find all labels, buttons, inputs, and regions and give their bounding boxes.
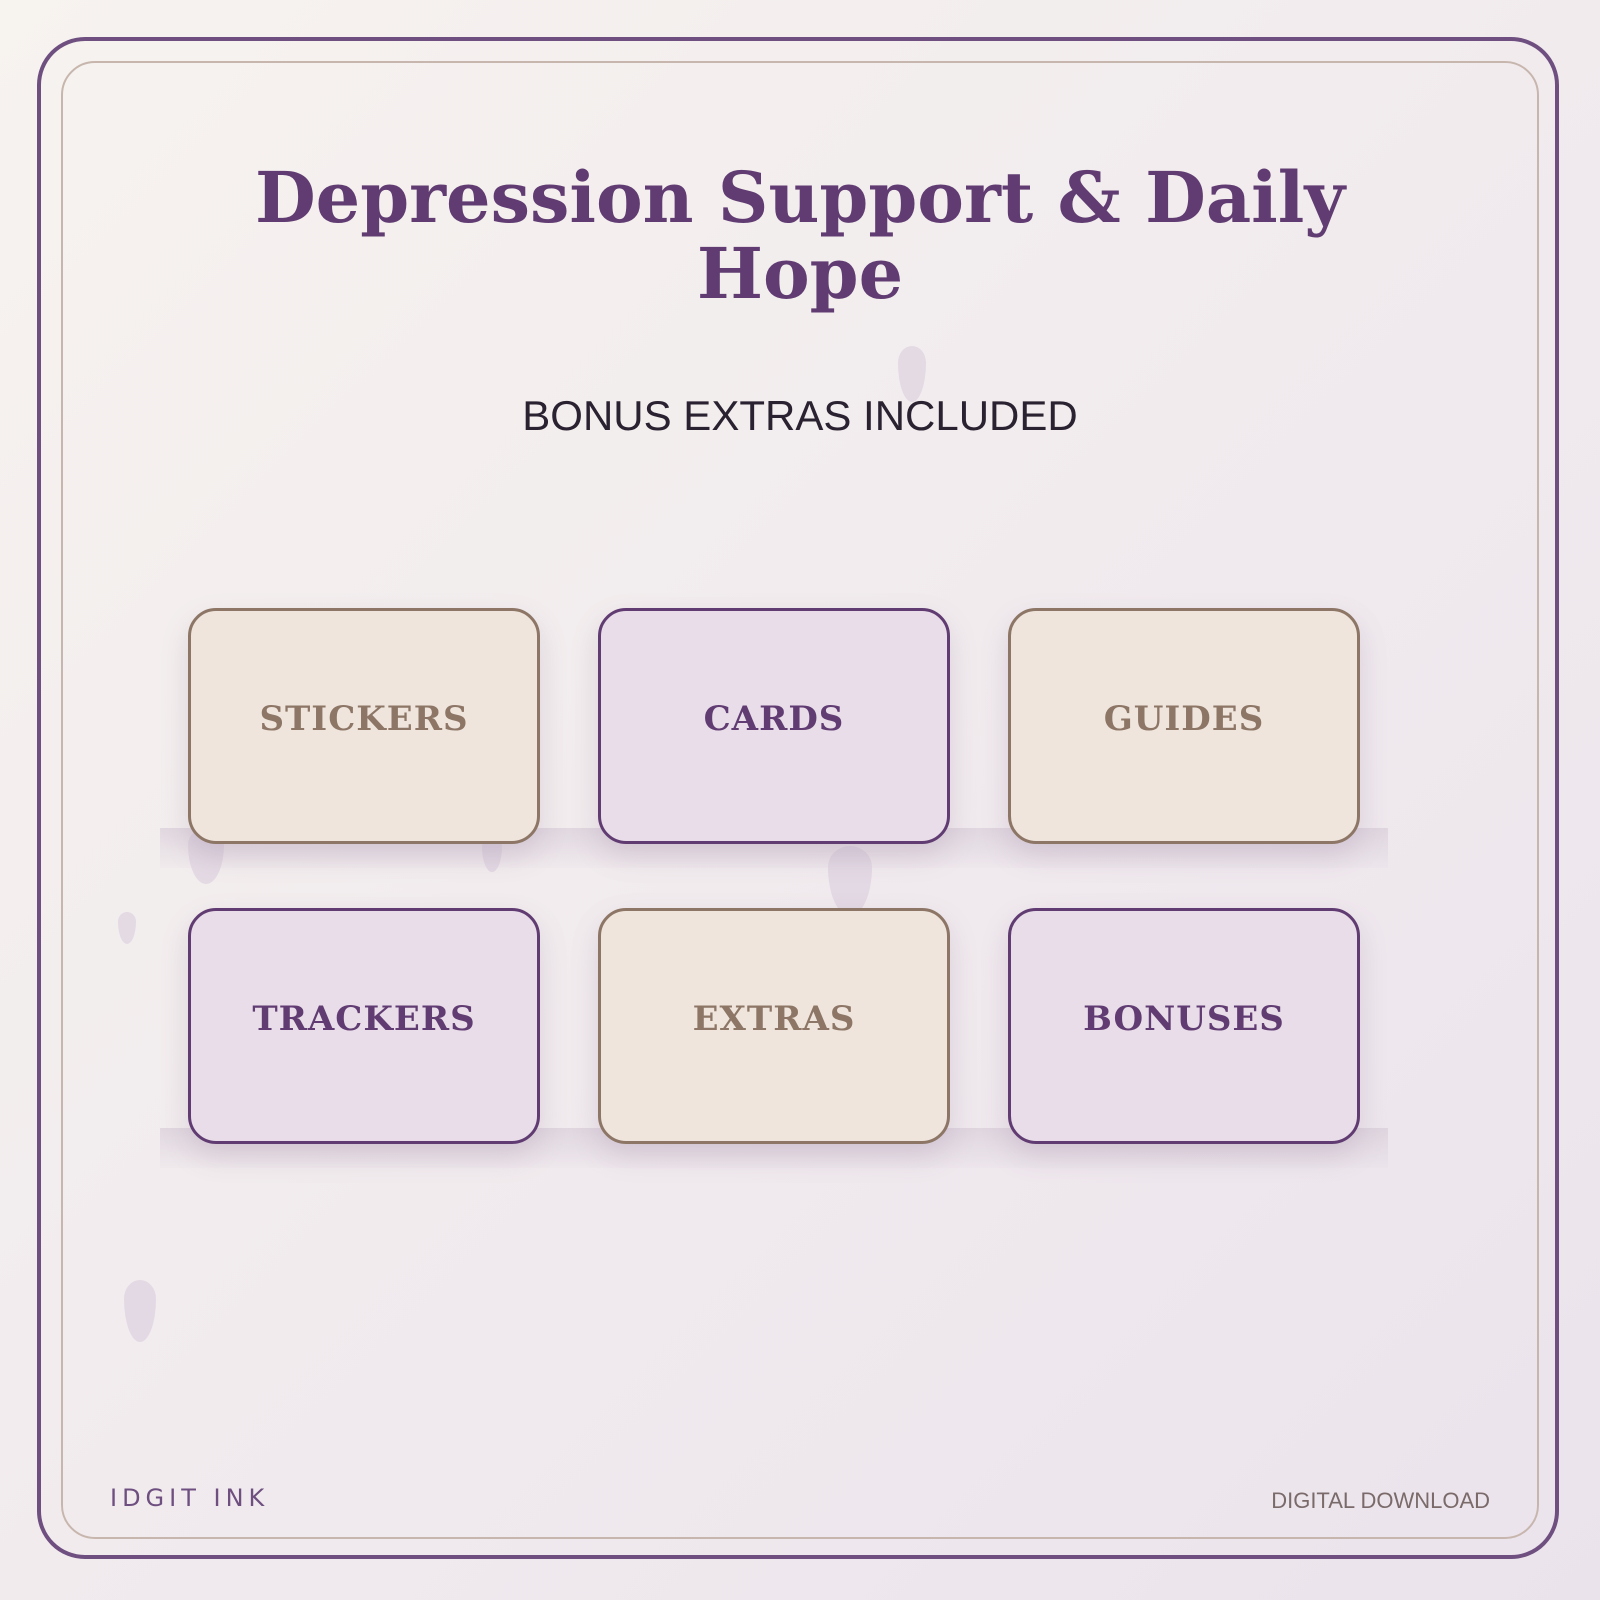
card-label: BONUSES — [1083, 999, 1285, 1039]
download-tag: DIGITAL DOWNLOAD — [1271, 1488, 1490, 1513]
card-bonuses: BONUSES — [1008, 908, 1360, 1144]
card-extras: EXTRAS — [598, 908, 950, 1144]
card-label: EXTRAS — [692, 999, 856, 1039]
page-title: Depression Support & Daily Hope — [254, 156, 1346, 315]
card-guides: GUIDES — [1008, 608, 1360, 844]
card-cards: CARDS — [598, 608, 950, 844]
card-label: STICKERS — [259, 699, 469, 739]
outer-frame — [37, 37, 1559, 1559]
inner-frame — [61, 61, 1539, 1539]
page-subtitle: BONUS EXTRAS INCLUDED — [522, 392, 1078, 439]
brand-name: IDGIT INK — [110, 1484, 270, 1512]
card-stickers: STICKERS — [188, 608, 540, 844]
card-label: TRACKERS — [252, 999, 476, 1039]
card-label: GUIDES — [1103, 699, 1265, 739]
card-trackers: TRACKERS — [188, 908, 540, 1144]
card-label: CARDS — [703, 699, 845, 739]
